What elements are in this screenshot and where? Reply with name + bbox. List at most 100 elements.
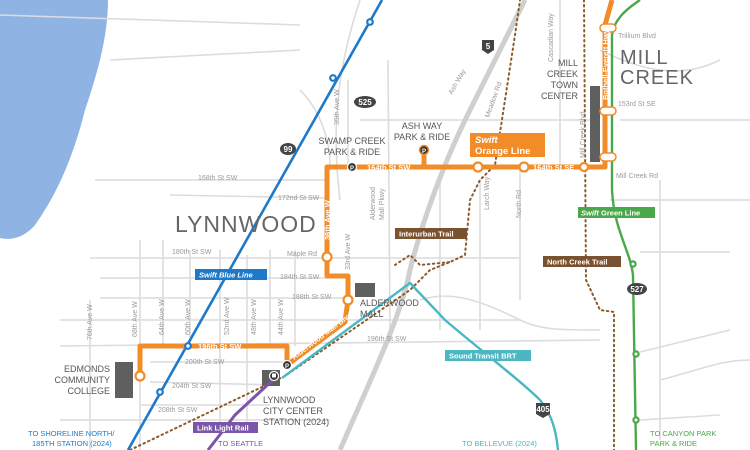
green-stop[interactable] (629, 260, 637, 268)
stops (134, 18, 640, 424)
sr-99-shield: 99 (280, 143, 296, 155)
orange-stop[interactable] (134, 370, 146, 382)
line-label-brt[interactable]: Sound Transit BRT (445, 350, 531, 361)
svg-text:164th St SE: 164th St SE (533, 163, 574, 172)
svg-text:Swift Blue Line: Swift Blue Line (199, 271, 253, 280)
svg-text:EDMONDS: EDMONDS (64, 364, 110, 374)
svg-text:204th St SW: 204th St SW (172, 383, 212, 390)
orange-stop[interactable] (518, 161, 530, 173)
blue-stop[interactable] (366, 18, 374, 26)
svg-text:SWAMP CREEK: SWAMP CREEK (318, 136, 385, 146)
orange-green-transfer-stop[interactable] (599, 106, 617, 116)
park-ride-icon[interactable]: P (281, 359, 293, 371)
svg-text:Maple Rd: Maple Rd (287, 251, 317, 258)
svg-text:Alderwood: Alderwood (370, 187, 377, 220)
city-lynnwood: LYNNWOOD (175, 211, 317, 237)
svg-text:35th Ave W: 35th Ave W (334, 89, 341, 125)
svg-text:P: P (422, 149, 426, 155)
line-label-north-creek[interactable]: North Creek Trail (543, 256, 621, 267)
svg-text:64th Ave W: 64th Ave W (159, 299, 166, 335)
svg-text:196th St SW: 196th St SW (367, 336, 407, 343)
svg-text:Mall Pkwy: Mall Pkwy (379, 188, 386, 220)
svg-text:Link Light Rail: Link Light Rail (197, 424, 249, 433)
svg-text:CREEK: CREEK (547, 69, 578, 79)
orange-stop[interactable] (472, 161, 484, 173)
blue-stop[interactable] (329, 74, 337, 82)
interstate-405-shield: 405 (536, 403, 550, 418)
sound-transit-brt-line (281, 281, 560, 450)
svg-text:Sound Transit BRT: Sound Transit BRT (449, 352, 517, 361)
svg-text:5: 5 (486, 42, 491, 51)
svg-text:153rd St SE: 153rd St SE (618, 101, 656, 108)
svg-text:180th St SW: 180th St SW (172, 249, 212, 256)
svg-text:527: 527 (630, 285, 644, 294)
svg-text:172nd St SW: 172nd St SW (278, 195, 320, 202)
sr-527-shield: 527 (627, 283, 647, 295)
blue-stop[interactable] (184, 342, 192, 350)
swift-green-line (610, 0, 641, 450)
green-stop[interactable] (632, 416, 640, 424)
place-labels: EDMONDS COMMUNITY COLLEGE ALDERWOOD MALL… (55, 58, 579, 427)
svg-text:Cascadian Way: Cascadian Way (548, 13, 555, 62)
trails (129, 0, 615, 450)
svg-text:188th St SW: 188th St SW (292, 294, 332, 301)
svg-text:184th St SW: 184th St SW (280, 274, 320, 281)
line-label-interurban[interactable]: Interurban Trail (395, 228, 467, 239)
orange-stop[interactable] (342, 294, 354, 306)
svg-text:TO CANYON PARK: TO CANYON PARK (650, 429, 716, 438)
blue-stop[interactable] (156, 388, 164, 396)
svg-text:60th Ave W: 60th Ave W (185, 299, 192, 335)
svg-text:Larch Way: Larch Way (484, 176, 491, 210)
svg-text:CITY CENTER: CITY CENTER (263, 406, 323, 416)
alderwood-mall-building (355, 283, 375, 297)
interstate-5-shield: 5 (482, 40, 494, 54)
svg-text:Orange Line: Orange Line (475, 146, 530, 157)
svg-text:MALL: MALL (360, 309, 384, 319)
svg-text:99: 99 (284, 145, 293, 154)
interstate-5-road (337, 0, 528, 450)
svg-text:COMMUNITY: COMMUNITY (55, 375, 111, 385)
orange-stop[interactable] (578, 161, 590, 173)
svg-text:TO BELLEVUE (2024): TO BELLEVUE (2024) (462, 439, 537, 448)
svg-text:Bothell-Everett Hwy: Bothell-Everett Hwy (601, 28, 610, 100)
svg-text:Meadow Rd: Meadow Rd (484, 81, 503, 119)
svg-text:Mill Creek Blvd: Mill Creek Blvd (580, 111, 587, 158)
svg-text:525: 525 (358, 98, 372, 107)
green-stop[interactable] (632, 350, 640, 358)
svg-text:Ash Way: Ash Way (448, 68, 468, 96)
svg-text:TO SHORELINE NORTH/: TO SHORELINE NORTH/ (28, 429, 115, 438)
svg-text:COLLEGE: COLLEGE (67, 386, 110, 396)
train-icon[interactable] (268, 370, 280, 382)
svg-text:CENTER: CENTER (541, 91, 579, 101)
svg-text:48th Ave W: 48th Ave W (251, 299, 258, 335)
svg-text:36th Ave W: 36th Ave W (323, 199, 332, 240)
orange-green-transfer-stop[interactable] (599, 152, 617, 162)
line-label-blue[interactable]: Swift Blue Line (195, 269, 267, 280)
svg-text:P: P (285, 364, 289, 370)
svg-text:76th Ave W: 76th Ave W (87, 304, 94, 340)
svg-text:TOWN: TOWN (551, 80, 578, 90)
svg-text:196th St SW: 196th St SW (198, 342, 242, 351)
swift-blue-line (126, 0, 384, 450)
svg-text:208th St SW: 208th St SW (158, 407, 198, 414)
svg-text:ASH WAY: ASH WAY (402, 121, 443, 131)
svg-text:PARK & RIDE: PARK & RIDE (650, 439, 697, 448)
line-label-green[interactable]: Swift Green Line (578, 207, 655, 218)
north-creek-trail-path (583, 0, 615, 450)
orange-green-transfer-stop[interactable] (599, 23, 617, 33)
svg-text:STATION (2024): STATION (2024) (263, 417, 329, 427)
park-ride-icon[interactable]: P (418, 144, 430, 156)
lake-water (0, 0, 108, 239)
svg-text:52nd Ave W: 52nd Ave W (224, 297, 231, 335)
orange-stop[interactable] (321, 251, 333, 263)
park-ride-icon[interactable]: P (346, 161, 358, 173)
line-label-link[interactable]: Link Light Rail (193, 422, 258, 433)
destination-labels: TO SHORELINE NORTH/ 185TH STATION (2024)… (28, 429, 716, 448)
edmonds-cc-building (115, 362, 133, 398)
svg-text:LYNNWOOD: LYNNWOOD (263, 395, 316, 405)
svg-text:North Creek Trail: North Creek Trail (547, 258, 607, 267)
svg-text:185TH STATION (2024): 185TH STATION (2024) (32, 439, 112, 448)
